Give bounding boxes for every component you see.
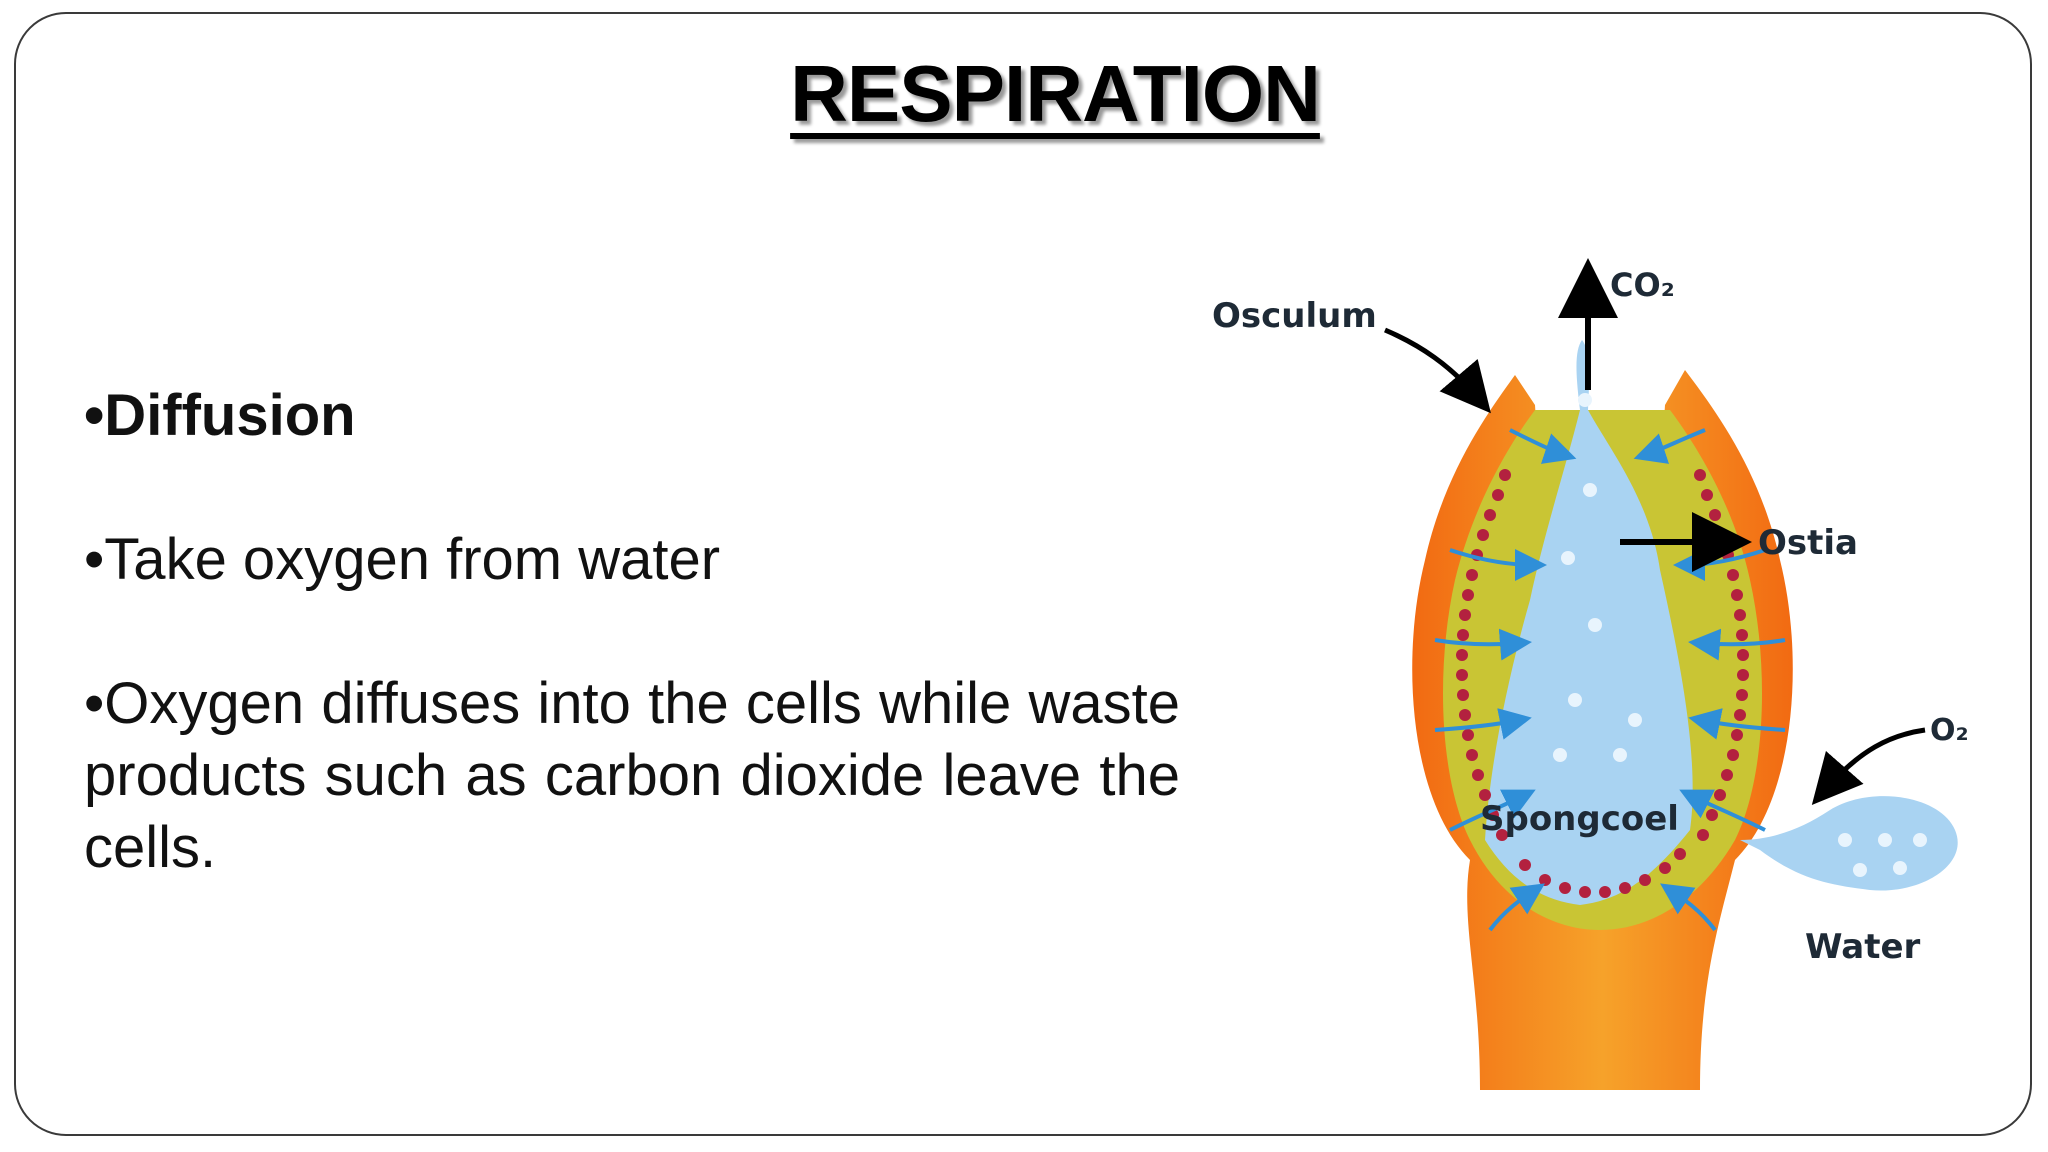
label-o2: O₂ (1930, 713, 1969, 748)
choanocyte-cells (1456, 469, 1749, 898)
sponge-diagram: Osculum CO₂ Ostia Spongcoel O₂ Water (1212, 258, 1969, 1090)
slide-title: RESPIRATION (790, 49, 1321, 138)
label-ostia: Ostia (1758, 523, 1858, 563)
osculum-arrow (1384, 327, 1491, 414)
label-water: Water (1805, 927, 1921, 967)
label-co2: CO₂ (1610, 266, 1675, 304)
label-spongocoel: Spongcoel (1480, 799, 1679, 839)
label-osculum: Osculum (1212, 296, 1377, 336)
water-flow-arrows (1434, 428, 1786, 932)
bullet-oxygen-diffuses: •Oxygen diffuses into the cells while wa… (84, 671, 1180, 880)
water-blob-bubbles (1838, 833, 1927, 877)
water-bubbles (1553, 393, 1642, 762)
bullet-take-oxygen: •Take oxygen from water (84, 527, 721, 592)
bullet-diffusion: •Diffusion (84, 383, 356, 448)
bullet-list: •Diffusion •Take oxygen from water •Oxyg… (84, 380, 1180, 956)
o2-arrow (1811, 727, 1926, 806)
